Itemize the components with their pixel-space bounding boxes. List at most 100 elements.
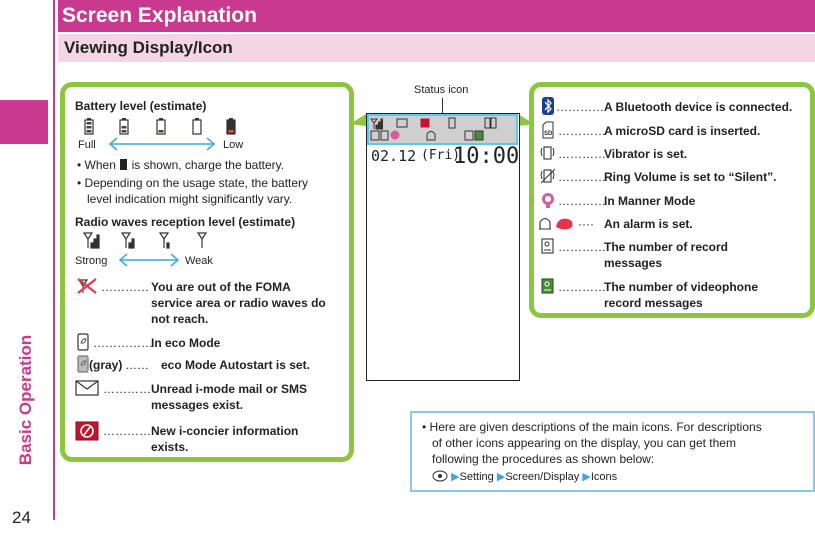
manner-mode-icon	[542, 193, 554, 208]
bluetooth-dots: …………	[556, 100, 604, 114]
alarm-red-bell-icon	[556, 218, 573, 230]
battery-full-label: Full	[78, 139, 96, 151]
video-line2: record messages	[604, 296, 703, 310]
signal-medium-icon	[120, 232, 135, 249]
manner-dots: …………	[558, 194, 606, 208]
microsd-text: A microSD card is inserted.	[604, 124, 761, 138]
alarm-text: An alarm is set.	[604, 217, 693, 231]
bluetooth-icon	[542, 97, 554, 115]
vibrator-icon	[540, 146, 555, 160]
note-line3: following the procedures as shown below:	[432, 452, 655, 466]
video-line1: The number of videophone	[604, 280, 759, 294]
battery-bullet-1: • When is shown, charge the battery.	[77, 157, 284, 173]
eco-gray-label: (gray)	[89, 358, 123, 372]
path-arrow-icon-2: ▶	[496, 471, 506, 483]
alarm-dots: ····	[578, 217, 594, 231]
eco-mode-dots: ……………	[93, 336, 153, 350]
battery-low-icon	[226, 118, 236, 135]
note-line1: • Here are given descriptions of the mai…	[422, 420, 762, 434]
left-connector-arrow	[350, 114, 366, 126]
status-icon-label: Status icon	[414, 84, 469, 96]
manner-text: In Manner Mode	[604, 194, 696, 208]
mail-dots: …………	[103, 382, 151, 396]
signal-level-icons	[83, 232, 208, 249]
note-path: ▶Setting ▶Screen/Display ▶Icons	[432, 469, 617, 485]
video-dots: …………	[558, 280, 606, 294]
record-dots: …………	[558, 240, 606, 254]
silent-dots: …………	[558, 170, 606, 184]
vibrator-dots: …………	[558, 147, 606, 161]
record-line2: messages	[604, 256, 663, 270]
note-box: • Here are given descriptions of the mai…	[410, 411, 815, 492]
battery-low-inline-icon	[120, 159, 128, 170]
radio-title: Radio waves reception level (estimate)	[75, 215, 296, 229]
microsd-icon: SD	[542, 121, 554, 139]
out-of-area-line1: You are out of the FOMA	[151, 280, 291, 294]
silent-icon	[540, 168, 556, 184]
battery-level-icons	[84, 118, 236, 135]
signal-strong-icon	[83, 232, 100, 249]
left-info-panel: Battery level (estimate) Full Low • When	[60, 82, 354, 462]
side-tab-marker	[0, 100, 48, 144]
alarm-bell-icon	[539, 217, 551, 230]
status-bar-icons	[370, 117, 497, 141]
videophone-record-icon	[541, 278, 554, 294]
silent-text: Ring Volume is set to “Silent”.	[604, 170, 777, 184]
page-title: Screen Explanation	[58, 0, 815, 32]
phone-date: 02.12	[371, 147, 417, 165]
status-icon-leader-line	[442, 98, 443, 113]
battery-low-label: Low	[223, 139, 244, 151]
battery-title: Battery level (estimate)	[75, 99, 207, 113]
eco-mode-icon	[77, 333, 89, 351]
battery-bullet-2-line2: level indication might significantly var…	[87, 192, 293, 206]
out-of-area-dots: …………	[101, 280, 149, 294]
side-divider-line	[53, 0, 55, 520]
battery-full-icon	[84, 118, 94, 135]
battery-bullet-2-line1: • Depending on the usage state, the batt…	[77, 176, 309, 190]
eco-autostart-icon	[77, 355, 89, 373]
path-arrow-icon-3: ▶	[582, 471, 591, 483]
battery-empty-icon	[192, 118, 202, 135]
phone-status-bar	[367, 114, 518, 145]
signal-weak-icon	[196, 232, 208, 248]
page-subtitle: Viewing Display/Icon	[58, 34, 815, 62]
eco-gray-dots: ……	[125, 358, 149, 372]
path-screen-display: Screen/Display	[505, 471, 580, 483]
record-message-icon	[541, 238, 554, 254]
vibrator-text: Vibrator is set.	[604, 147, 688, 161]
record-line1: The number of record	[604, 240, 729, 254]
signal-strong-label: Strong	[75, 255, 108, 267]
i-concier-line2: exists.	[151, 440, 189, 454]
mail-line1: Unread i-mode mail or SMS	[151, 382, 308, 396]
eco-gray-text: eco Mode Autostart is set.	[161, 358, 310, 372]
signal-weak-label: Weak	[185, 255, 213, 267]
path-icons: Icons	[590, 471, 618, 483]
out-of-area-icon	[77, 278, 97, 294]
signal-double-arrow-icon	[118, 253, 180, 267]
alarm-icons	[539, 217, 573, 230]
double-arrow-icon	[108, 137, 216, 151]
bluetooth-text: A Bluetooth device is connected.	[604, 100, 793, 114]
battery-bullet-1-rest: is shown, charge the battery.	[128, 158, 285, 172]
path-setting: Setting	[459, 471, 494, 483]
note-line2: of other icons appearing on the display,…	[432, 436, 736, 450]
battery-two-bars-icon	[119, 118, 129, 135]
mail-line2: messages exist.	[151, 398, 244, 412]
out-of-area-line2: service area or radio waves do	[151, 296, 326, 310]
battery-one-bar-icon	[156, 118, 166, 135]
path-arrow-icon-1: ▶	[451, 471, 460, 483]
phone-time: 10:00	[453, 144, 520, 169]
i-concier-line1: New i-concier information	[151, 424, 299, 438]
right-info-panel: ………… A Bluetooth device is connected. SD…	[529, 82, 815, 318]
svg-text:SD: SD	[544, 131, 553, 137]
mail-icon	[75, 380, 99, 396]
side-section-label: Basic Operation	[16, 334, 35, 466]
battery-bullet-1-start: • When	[77, 158, 116, 172]
i-concier-icon	[75, 421, 99, 441]
i-concier-dots: …………	[103, 424, 151, 438]
signal-low-icon	[158, 232, 170, 249]
phone-day: (Fri)	[421, 148, 461, 163]
microsd-dots: …………	[558, 124, 606, 138]
out-of-area-line3: not reach.	[151, 312, 209, 326]
eco-mode-text: In eco Mode	[151, 336, 221, 350]
